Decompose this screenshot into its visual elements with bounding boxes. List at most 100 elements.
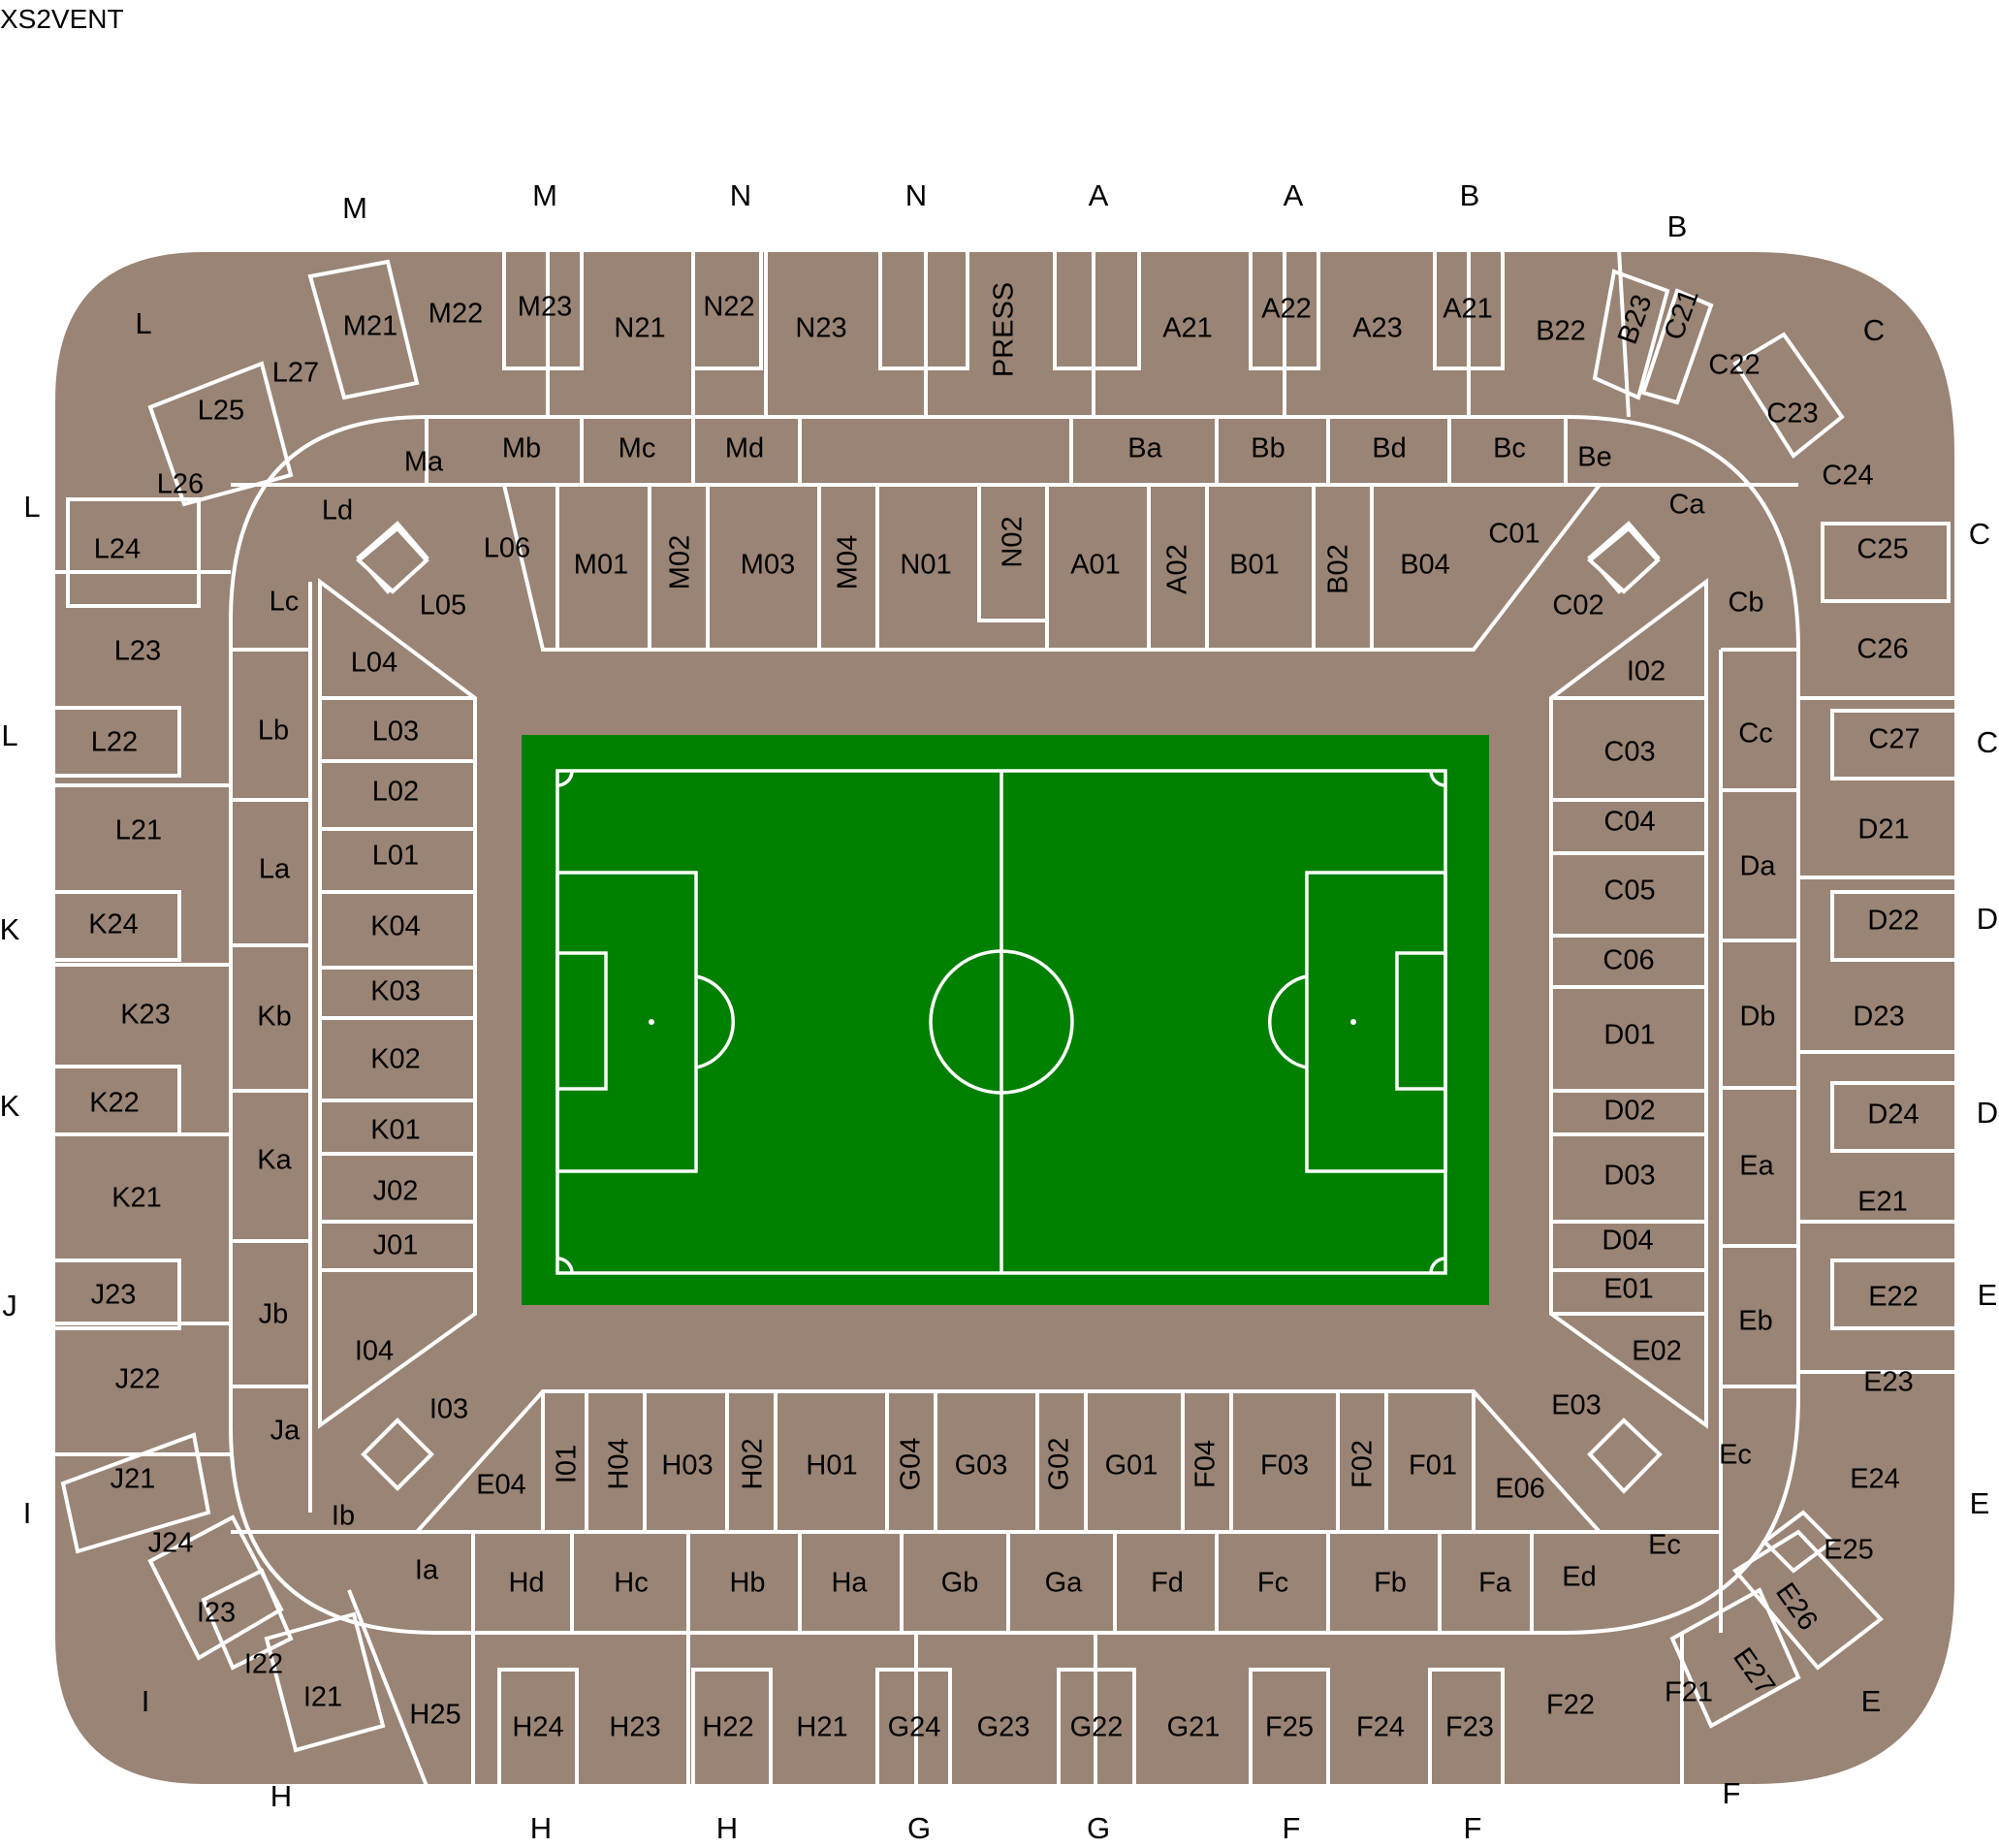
section-label[interactable]: K21 xyxy=(111,1183,162,1214)
section-label[interactable]: Ga xyxy=(1045,1568,1084,1599)
section-label[interactable]: N01 xyxy=(900,550,951,581)
section-label[interactable]: C23 xyxy=(1766,398,1818,430)
section-label[interactable]: L27 xyxy=(272,358,319,389)
section-label[interactable]: E22 xyxy=(1868,1282,1919,1313)
section-label[interactable]: N02 xyxy=(998,516,1029,567)
section-label[interactable]: Jb xyxy=(259,1299,289,1330)
section-label[interactable]: Hc xyxy=(614,1568,648,1599)
section-label[interactable]: D03 xyxy=(1603,1161,1655,1192)
section-label[interactable]: J22 xyxy=(115,1364,161,1395)
section-label[interactable]: M21 xyxy=(343,311,397,342)
section-label[interactable]: I04 xyxy=(355,1336,394,1367)
section-label[interactable]: G02 xyxy=(1044,1438,1075,1491)
section-label[interactable]: Ca xyxy=(1668,490,1705,521)
section-label[interactable]: Ea xyxy=(1739,1151,1774,1182)
section-label[interactable]: G03 xyxy=(955,1450,1008,1482)
section-label[interactable]: E01 xyxy=(1603,1274,1654,1305)
section-label[interactable]: Bc xyxy=(1493,433,1526,464)
section-label[interactable]: F21 xyxy=(1665,1677,1713,1708)
section-label[interactable]: F22 xyxy=(1546,1690,1595,1721)
section-label[interactable]: B22 xyxy=(1536,316,1586,347)
section-label[interactable]: D24 xyxy=(1867,1099,1919,1131)
section-label[interactable]: Fa xyxy=(1478,1568,1512,1599)
section-label[interactable]: L23 xyxy=(114,636,161,667)
section-label[interactable]: Ja xyxy=(270,1416,301,1447)
section-label[interactable]: A21 xyxy=(1162,313,1213,344)
section-label[interactable]: H01 xyxy=(806,1450,857,1482)
section-label[interactable]: A01 xyxy=(1070,550,1121,581)
section-label[interactable]: G24 xyxy=(888,1712,941,1743)
section-label[interactable]: C01 xyxy=(1488,519,1539,550)
section-label[interactable]: E03 xyxy=(1551,1390,1602,1421)
section-label[interactable]: Gb xyxy=(941,1568,979,1599)
section-label[interactable]: C04 xyxy=(1603,807,1655,838)
section-label[interactable]: B01 xyxy=(1229,550,1280,581)
section-label[interactable]: K02 xyxy=(370,1044,421,1075)
section-label[interactable]: PRESS xyxy=(989,282,1020,377)
section-label[interactable]: L21 xyxy=(115,815,162,846)
section-label[interactable]: L22 xyxy=(91,727,138,758)
section-label[interactable]: E04 xyxy=(476,1470,526,1501)
section-label[interactable]: Ec xyxy=(1719,1440,1752,1471)
section-label[interactable]: E23 xyxy=(1863,1367,1914,1398)
section-label[interactable]: C22 xyxy=(1708,350,1760,381)
section-label[interactable]: L25 xyxy=(198,396,244,427)
section-label[interactable]: D23 xyxy=(1853,1002,1904,1033)
section-label[interactable]: Ib xyxy=(332,1501,355,1532)
section-label[interactable]: Ha xyxy=(831,1568,868,1599)
section-label[interactable]: K23 xyxy=(120,1000,171,1031)
section-label[interactable]: N22 xyxy=(703,292,754,323)
section-label[interactable]: Cb xyxy=(1728,588,1763,619)
section-label[interactable]: F25 xyxy=(1265,1712,1314,1743)
section-label[interactable]: F01 xyxy=(1409,1450,1457,1482)
section-label[interactable]: A02 xyxy=(1162,544,1193,594)
section-label[interactable]: I03 xyxy=(429,1394,468,1425)
section-label[interactable]: I23 xyxy=(197,1598,236,1629)
section-label[interactable]: C03 xyxy=(1603,737,1655,768)
section-label[interactable]: H25 xyxy=(409,1700,460,1731)
section-label[interactable]: C27 xyxy=(1868,724,1920,755)
section-label[interactable]: I21 xyxy=(303,1682,342,1713)
section-label[interactable]: G04 xyxy=(896,1438,927,1491)
section-label[interactable]: E06 xyxy=(1495,1474,1545,1505)
section-label[interactable]: Fb xyxy=(1374,1568,1407,1599)
section-label[interactable]: Ed xyxy=(1562,1562,1596,1593)
section-label[interactable]: Eb xyxy=(1738,1306,1772,1337)
section-label[interactable]: M23 xyxy=(518,292,572,323)
section-label[interactable]: Ma xyxy=(404,447,444,478)
section-label[interactable]: C05 xyxy=(1603,876,1655,907)
section-label[interactable]: F04 xyxy=(1190,1440,1222,1488)
section-label[interactable]: Mb xyxy=(502,433,541,464)
section-label[interactable]: B04 xyxy=(1400,550,1450,581)
section-label[interactable]: Ia xyxy=(415,1555,439,1586)
section-label[interactable]: E21 xyxy=(1857,1187,1908,1218)
section-label[interactable]: Bd xyxy=(1372,433,1406,464)
section-label[interactable]: H04 xyxy=(604,1438,635,1489)
section-label[interactable]: G01 xyxy=(1105,1450,1158,1482)
section-label[interactable]: A21 xyxy=(1443,294,1493,325)
section-label[interactable]: Bb xyxy=(1251,433,1285,464)
section-label[interactable]: I22 xyxy=(244,1649,283,1680)
section-label[interactable]: K04 xyxy=(370,911,421,942)
section-label[interactable]: Be xyxy=(1577,442,1611,473)
section-label[interactable]: K01 xyxy=(370,1115,421,1146)
section-label[interactable]: J02 xyxy=(373,1176,419,1207)
section-label[interactable]: L01 xyxy=(372,841,419,872)
section-label[interactable]: A22 xyxy=(1261,294,1312,325)
section-label[interactable]: M04 xyxy=(833,535,864,589)
section-label[interactable]: Ba xyxy=(1127,433,1162,464)
section-label[interactable]: F03 xyxy=(1260,1450,1309,1482)
section-label[interactable]: H03 xyxy=(661,1450,713,1482)
section-label[interactable]: Md xyxy=(725,433,764,464)
section-label[interactable]: J01 xyxy=(373,1230,419,1261)
section-label[interactable]: G22 xyxy=(1070,1712,1124,1743)
section-label[interactable]: Mc xyxy=(619,433,656,464)
section-label[interactable]: L04 xyxy=(351,648,397,679)
section-label[interactable]: L26 xyxy=(157,469,204,500)
section-label[interactable]: Hd xyxy=(508,1568,544,1599)
section-label[interactable]: M03 xyxy=(741,550,795,581)
section-label[interactable]: H23 xyxy=(609,1712,660,1743)
section-label[interactable]: La xyxy=(259,854,291,885)
section-label[interactable]: C24 xyxy=(1822,461,1873,492)
section-label[interactable]: Hb xyxy=(729,1568,765,1599)
